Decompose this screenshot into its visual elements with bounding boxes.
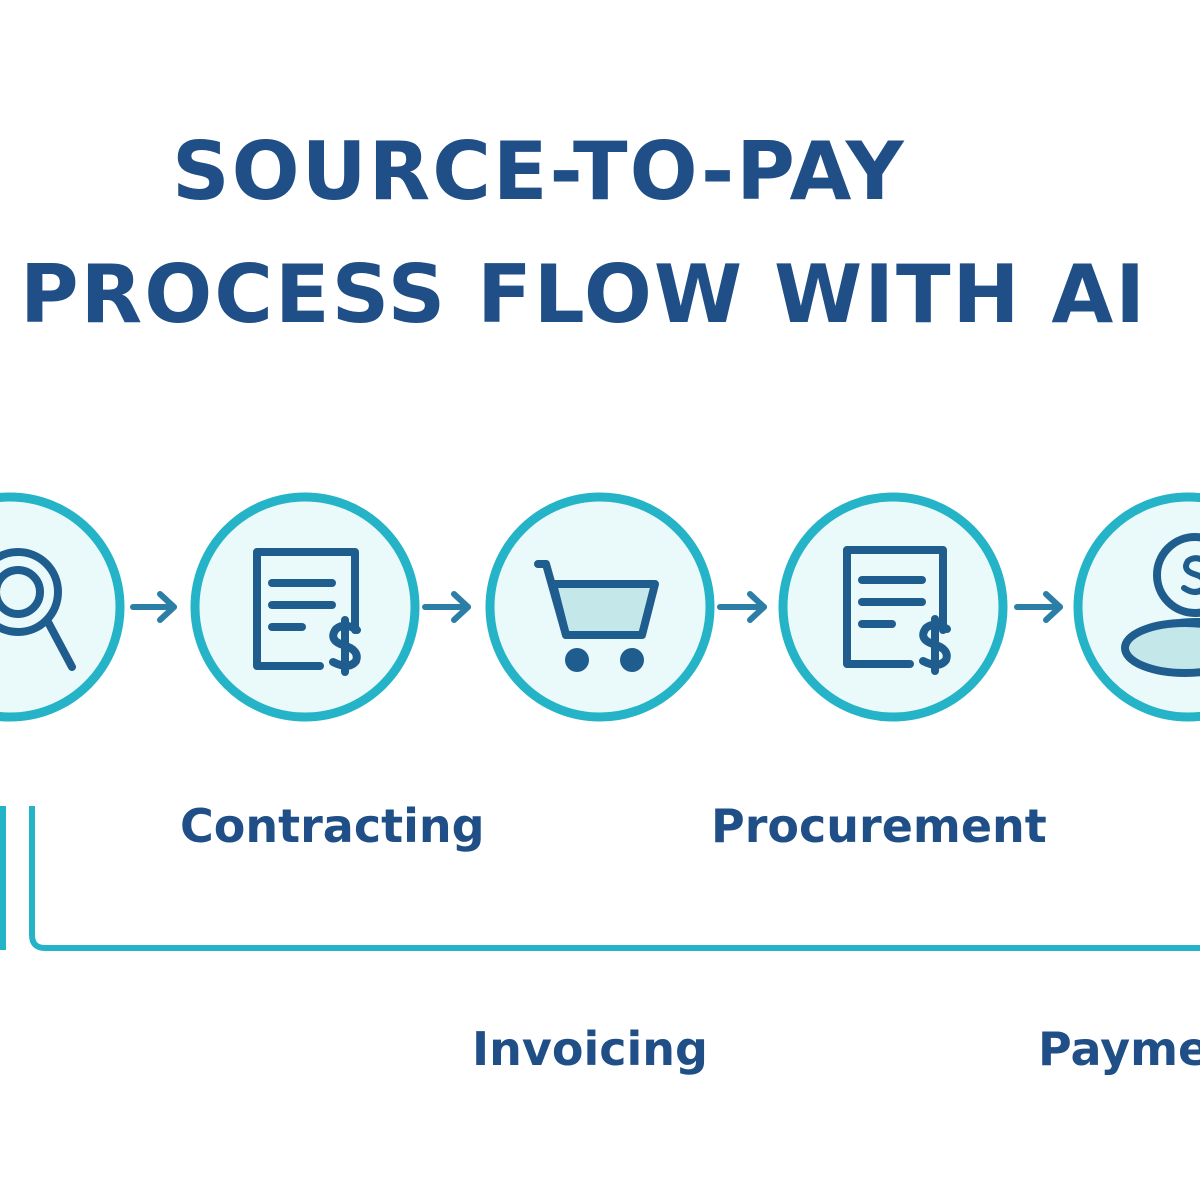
contract-document-icon	[253, 548, 361, 676]
stage-sourcing	[0, 492, 125, 722]
title-line-1: SOURCE-TO-PAY	[172, 125, 906, 218]
magnifying-glass-icon	[0, 548, 76, 671]
coins-icon	[1121, 533, 1200, 677]
stage-label-payment: Payme	[1038, 1022, 1200, 1076]
connector-line	[29, 806, 1200, 951]
stage-label-contracting: Contracting	[180, 799, 485, 853]
flow-arrow	[422, 591, 471, 623]
shopping-cart-icon	[534, 560, 659, 672]
invoice-document-icon	[843, 546, 951, 675]
flow-arrow	[130, 591, 177, 623]
stage-label-invoicing: Invoicing	[472, 1022, 708, 1076]
stage-label-procurement: Procurement	[711, 799, 1047, 853]
stage-contracting	[190, 492, 420, 722]
stage-circle	[778, 492, 1008, 722]
stage-circle	[0, 492, 125, 722]
flow-arrow	[1014, 591, 1063, 623]
title-line-2: PROCESS FLOW WITH AI	[20, 248, 1148, 341]
flow-arrow	[717, 591, 767, 623]
stage-payment	[1073, 492, 1200, 722]
stage-procurement	[485, 492, 715, 722]
stage-invoicing	[778, 492, 1008, 722]
